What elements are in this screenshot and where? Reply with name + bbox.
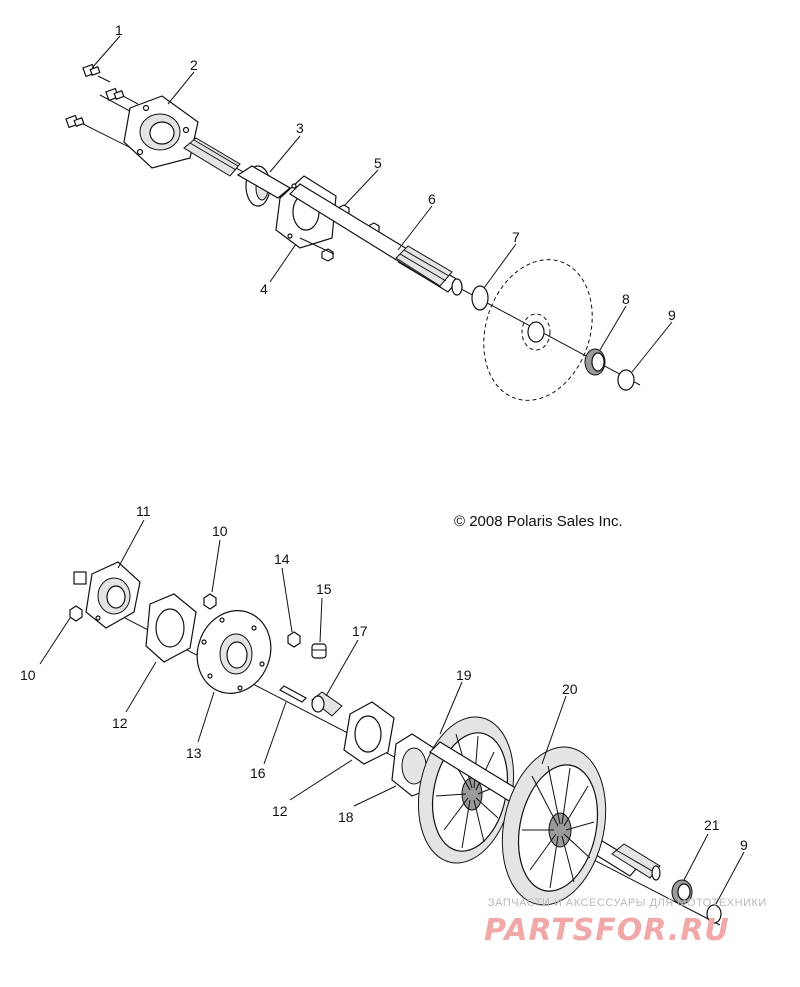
lower-drive-assembly	[39, 519, 745, 926]
leader-lines-bottom	[39, 519, 745, 905]
part-key-16	[279, 685, 307, 703]
leader-lines-top	[91, 35, 673, 373]
watermark: ЗАПЧАСТИ И АКСЕССУАРЫ ДЛЯ МОТОТЕХНИКИ PA…	[484, 897, 767, 948]
upper-driveshaft-assembly	[65, 35, 673, 401]
part-sprocket-disc	[483, 259, 593, 401]
callout-10-left: 10	[20, 667, 36, 683]
part-nut-14	[287, 631, 301, 648]
part-ring-9-lower	[706, 904, 722, 924]
part-nut-10-left	[69, 605, 83, 622]
part-ring-9	[617, 369, 635, 391]
part-sprocket-20	[501, 746, 607, 906]
part-nut-10-upper	[203, 593, 217, 610]
callout-labels: 1 2 3 4 5 6 7 8 9 10 10 11 12 12 13 14 1…	[20, 22, 748, 853]
callout-9-upper: 9	[668, 307, 676, 323]
part-flange-bearing-2	[123, 95, 199, 169]
callout-12-right: 12	[272, 803, 288, 819]
part-bolt-1	[65, 63, 139, 151]
callout-18: 18	[338, 809, 354, 825]
callout-4: 4	[260, 281, 268, 297]
callout-14: 14	[274, 551, 290, 567]
part-spacer-17	[311, 691, 343, 717]
part-retainer-disc-13	[196, 610, 272, 694]
callout-2: 2	[190, 57, 198, 73]
callout-20: 20	[562, 681, 578, 697]
callout-12-left: 12	[112, 715, 128, 731]
callout-17: 17	[352, 623, 368, 639]
part-bushing-21	[671, 879, 693, 905]
copyright-text: © 2008 Polaris Sales Inc.	[454, 513, 623, 530]
callout-7: 7	[512, 229, 520, 245]
part-main-shaft-6	[289, 183, 463, 296]
callout-5: 5	[374, 155, 382, 171]
part-splined-end	[611, 843, 661, 881]
part-snap-ring-7	[471, 285, 489, 311]
callout-1: 1	[115, 22, 123, 38]
part-shaft-collar-3	[183, 137, 292, 207]
callout-6: 6	[428, 191, 436, 207]
part-plate-12-right	[343, 701, 395, 765]
callout-11: 11	[136, 503, 151, 519]
part-flange-bearing-11	[73, 561, 141, 629]
callout-3: 3	[296, 120, 304, 136]
watermark-tagline: ЗАПЧАСТИ И АКСЕССУАРЫ ДЛЯ МОТОТЕХНИКИ	[488, 897, 767, 909]
callout-10-upper: 10	[212, 523, 228, 539]
part-bushing-8	[584, 348, 606, 376]
callout-21: 21	[704, 817, 720, 833]
watermark-logo-text: PARTSFOR.RU	[484, 913, 730, 948]
callout-19: 19	[456, 667, 472, 683]
callout-16: 16	[250, 765, 266, 781]
callout-15: 15	[316, 581, 332, 597]
callout-9-lower: 9	[740, 837, 748, 853]
part-pin-15	[311, 643, 327, 659]
part-plate-12-left	[145, 593, 197, 663]
callout-8: 8	[622, 291, 630, 307]
callout-13: 13	[186, 745, 202, 761]
